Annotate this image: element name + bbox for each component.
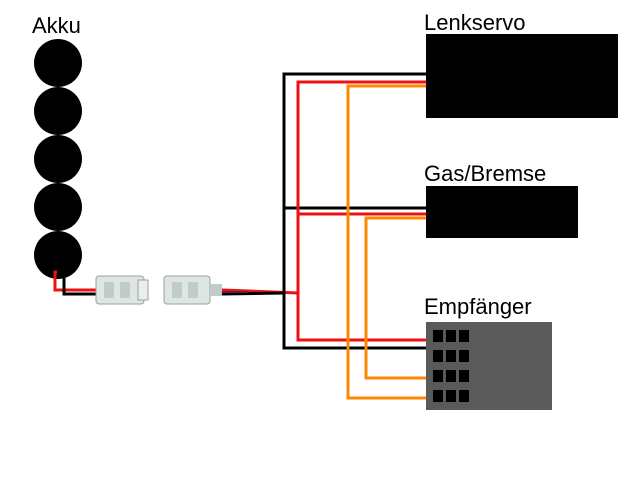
receiver-pin: [446, 390, 456, 402]
plug-connector-right: [163, 275, 222, 305]
battery-cell: [34, 87, 82, 135]
receiver-pin: [433, 390, 443, 402]
connector-black-lead: [221, 291, 285, 296]
receiver-pin: [433, 370, 443, 382]
receiver-pin: [446, 330, 456, 342]
signal-wire-esc: [364, 216, 432, 380]
battery-cell: [34, 183, 82, 231]
receiver-label: Empfänger: [424, 294, 532, 319]
receiver-pin: [446, 370, 456, 382]
battery-pack: [34, 39, 82, 279]
servo-block: [426, 34, 618, 118]
esc-block: [426, 186, 578, 238]
ground-wire-servo: [282, 72, 426, 350]
plug-connector-left: [95, 275, 149, 305]
signal-wire-servo: [346, 84, 432, 400]
battery-black-lead: [62, 274, 100, 296]
receiver-pin: [459, 350, 469, 362]
receiver-pin: [459, 330, 469, 342]
battery-label: Akku: [32, 13, 81, 38]
receiver-pin: [433, 330, 443, 342]
battery-cell: [34, 39, 82, 87]
receiver-pin: [459, 390, 469, 402]
receiver-pin: [433, 350, 443, 362]
battery-red-lead: [53, 270, 100, 292]
battery-cell: [34, 135, 82, 183]
receiver-pin-header: [433, 330, 469, 402]
receiver-pin: [459, 370, 469, 382]
receiver-pin: [446, 350, 456, 362]
servo-label: Lenkservo: [424, 10, 526, 35]
esc-label: Gas/Bremse: [424, 161, 547, 186]
receiver-block: [426, 322, 552, 410]
power-wire-servo: [296, 80, 430, 342]
battery-cell: [34, 231, 82, 279]
